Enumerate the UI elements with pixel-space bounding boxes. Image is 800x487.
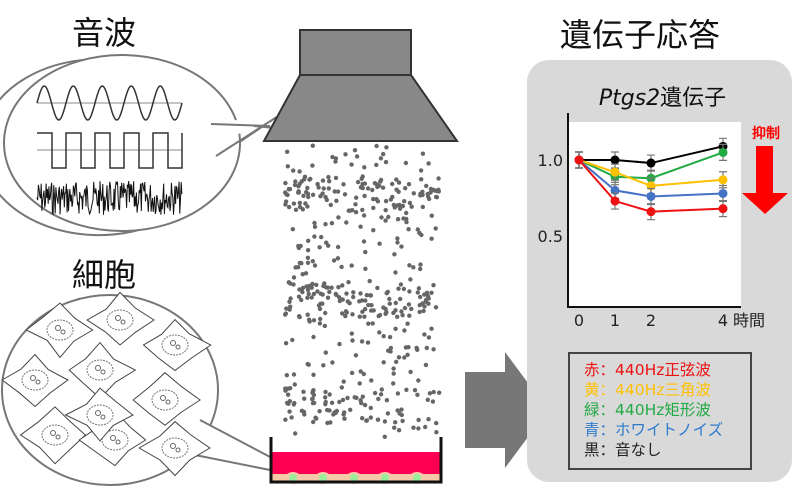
waveforms — [36, 85, 183, 216]
axes — [567, 113, 741, 308]
legend: 赤：440Hz正弦波黄：440Hz三角波緑：440Hz矩形波青：ホワイトノイズ黒… — [568, 352, 752, 470]
legend-label: 音なし — [615, 441, 662, 459]
data-point — [718, 147, 728, 157]
legend-key: 青 — [584, 421, 600, 439]
series-line-赤 — [578, 159, 724, 213]
right-arrow-icon — [465, 352, 548, 468]
dish-cell — [319, 474, 327, 482]
x-tick-label: 2 — [646, 311, 656, 330]
legend-label: 440Hz矩形波 — [615, 401, 711, 419]
data-point — [718, 188, 728, 198]
data-point — [610, 196, 620, 206]
data-point — [718, 175, 728, 185]
response-title: 遺伝子応答 — [560, 16, 721, 54]
data-point — [610, 167, 620, 177]
down-arrow-icon — [742, 146, 788, 214]
legend-sep: ： — [599, 381, 616, 399]
legend-sep: ： — [599, 441, 616, 459]
series-line-青 — [578, 159, 724, 198]
cell — [78, 410, 147, 467]
y-tick-label: 0.5 — [538, 227, 563, 246]
legend-sep: ： — [599, 361, 616, 379]
culture-dish — [269, 437, 443, 484]
chart-title: Ptgs2遺伝子 — [598, 86, 727, 111]
dish-cell — [381, 474, 389, 482]
series-line-黒 — [579, 145, 724, 165]
legend-key: 赤 — [584, 361, 600, 379]
cells-title: 細胞 — [72, 256, 137, 294]
series-line-黄 — [578, 159, 724, 187]
legend-label: 440Hz正弦波 — [615, 361, 711, 379]
legend-sep: ： — [599, 421, 616, 439]
series-line-緑 — [578, 151, 724, 180]
legend-item: 黒：音なし — [584, 440, 750, 460]
legend-key: 黒 — [584, 441, 600, 459]
cell — [132, 372, 201, 426]
legend-sep: ： — [599, 401, 616, 419]
legend-item: 青：ホワイトノイズ — [584, 420, 750, 440]
noise-wave — [36, 180, 183, 216]
y-tick-label: 1.0 — [538, 151, 563, 170]
legend-item: 赤：440Hz正弦波 — [584, 360, 750, 380]
legend-label: ホワイトノイズ — [615, 421, 724, 439]
suppression-label: 抑制 — [752, 126, 780, 142]
data-point — [574, 155, 584, 165]
data-point — [646, 158, 656, 168]
legend-key: 黄 — [584, 381, 600, 399]
dish-cell — [350, 474, 358, 482]
speaker-cone — [262, 74, 459, 142]
cell — [64, 387, 134, 442]
legend-key: 緑 — [584, 401, 600, 419]
data-point — [610, 155, 620, 165]
x-tick-label: 4 — [718, 311, 728, 330]
sound-wave-particles — [283, 143, 442, 439]
cell-drawings — [1, 291, 212, 477]
sound-title: 音波 — [72, 14, 137, 52]
x-tick-label: 1 — [610, 311, 620, 330]
legend-label: 440Hz三角波 — [615, 381, 711, 399]
x-axis-label: 時間 — [733, 311, 765, 330]
data-point — [646, 191, 656, 201]
legend-item: 黄：440Hz三角波 — [584, 380, 750, 400]
legend-item: 緑：440Hz矩形波 — [584, 400, 750, 420]
dish-cell — [413, 474, 421, 482]
x-tick-label: 0 — [574, 311, 584, 330]
dish-cell — [289, 474, 297, 482]
cell — [1, 353, 69, 408]
square-wave — [37, 132, 183, 169]
data-point — [646, 207, 656, 217]
data-point — [718, 204, 728, 214]
sine-wave — [36, 85, 183, 121]
